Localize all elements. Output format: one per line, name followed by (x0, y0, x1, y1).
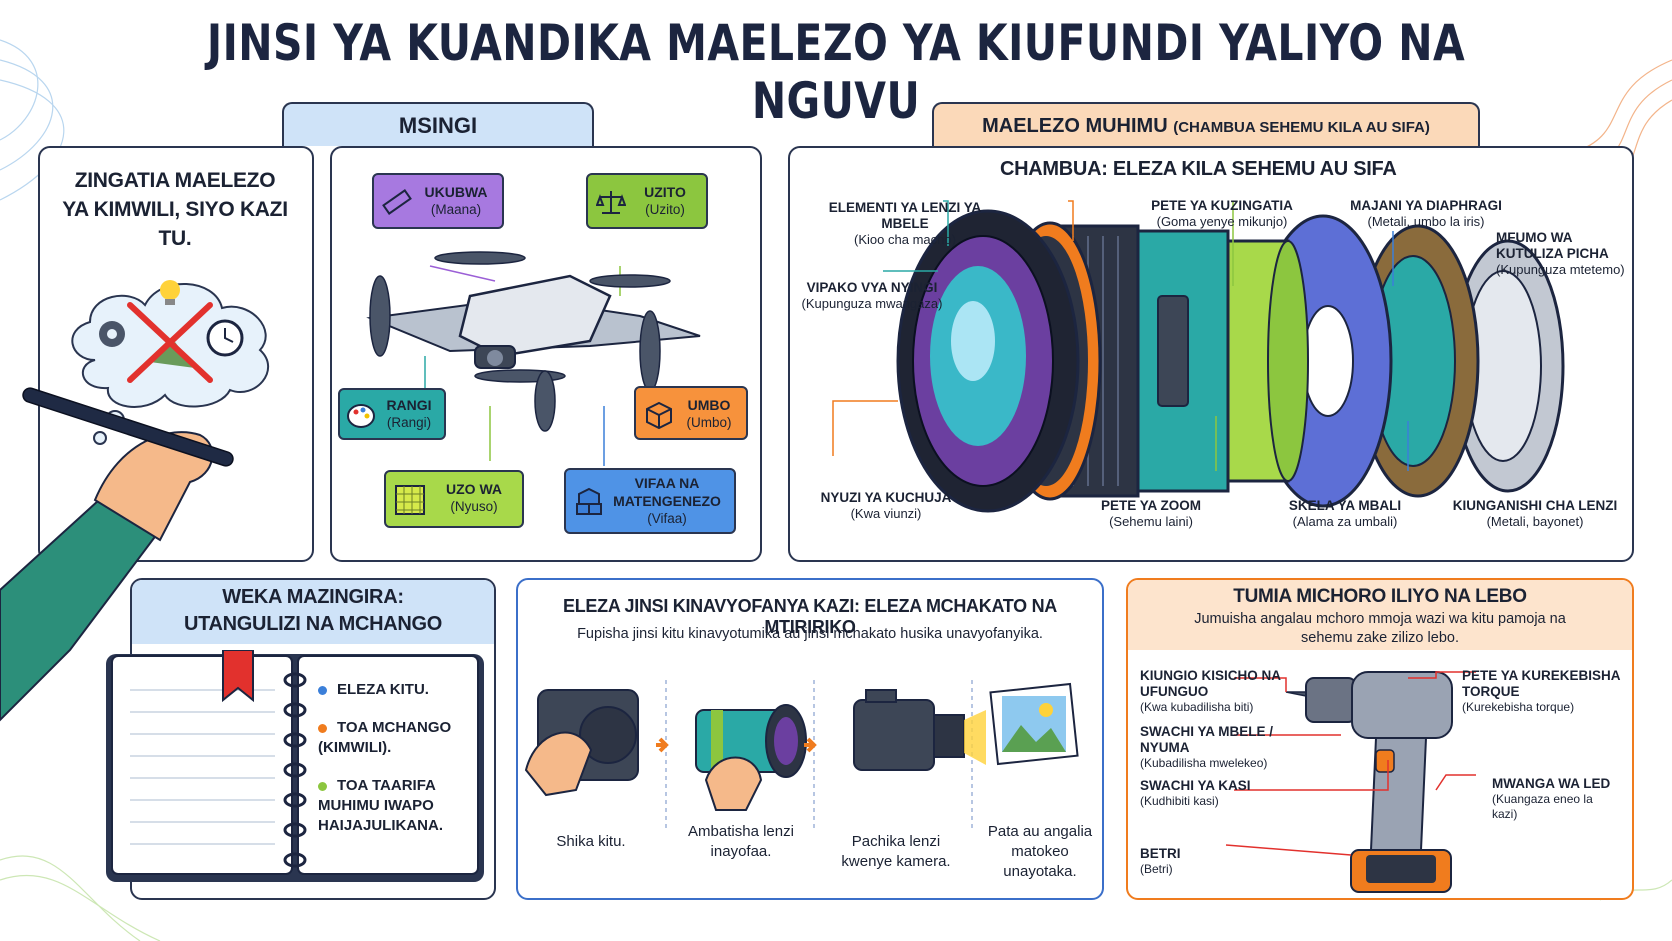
label-mfumo: MFUMO WA KUTULIZA PICHA(Kupunguza mtetem… (1496, 230, 1625, 277)
eleza-subtitle: Fupisha jinsi kitu kinavyotumika au jins… (577, 626, 1043, 642)
label-skela: SKELA YA MBALI(Alama za umbali) (1288, 498, 1402, 529)
texture-icon (395, 485, 425, 515)
label-pete-kuzingatia: PETE YA KUZINGATIA(Goma yenye mikunjo) (1151, 198, 1293, 229)
tumia-label-kiungio: KIUNGIO KISICHO NA UFUNGUO(Kwa kubadilis… (1140, 668, 1281, 714)
blocks-icon (576, 487, 602, 515)
feature-vifaa: VIFAA NA MATENGENEZO(Vifaa) (564, 468, 736, 534)
tumia-subtitle: Jumuisha angalau mchoro mmoja wazi wa ki… (1194, 611, 1566, 646)
feature-uzito: UZITO(Uzito) (586, 173, 708, 229)
hand-with-pen (0, 280, 269, 722)
tumia-label-kasi: SWACHI YA KASI(Kudhibiti kasi) (1140, 778, 1251, 808)
drill-illustration (1225, 671, 1476, 893)
lens-icon (695, 704, 807, 811)
feature-uzo-wa: UZO WA(Nyuso) (384, 470, 524, 528)
weka-bullet-1: ELEZA KITU. (318, 680, 488, 700)
power-drill-icon (1285, 671, 1453, 893)
label-elementi: ELEMENTI YA LENZI YA MBELE(Kioo cha mach… (828, 200, 982, 247)
eleza-step-1: Shika kitu. (556, 833, 626, 850)
label-vipako: VIPAKO VYA NYINGI(Kupunguza mwangaza) (801, 280, 943, 311)
drone-icon (366, 251, 701, 432)
tumia-label-betri: BETRI(Betri) (1140, 846, 1181, 876)
camera-lens-icon (896, 209, 1565, 513)
eleza-step-4: Pata au angalia matokeo unayotaka. (987, 823, 1093, 880)
cube-icon (646, 401, 672, 430)
ruler-icon (382, 189, 412, 215)
tumia-label-mbele-nyuma: SWACHI YA MBELE / NYUMA(Kubadilisha mwel… (1140, 724, 1274, 770)
notebook-icon (106, 650, 484, 882)
eleza-step-3: Pachika lenzi kwenye kamera. (841, 833, 951, 870)
maelezo-heading: CHAMBUA: ELEZA KILA SEHEMU AU SIFA (1000, 158, 1397, 180)
tab-maelezo-muhimu: MAELEZO MUHIMU (CHAMBUA SEHEMU KILA AU S… (932, 102, 1480, 146)
label-pete-zoom: PETE YA ZOOM(Sehemu laini) (1100, 498, 1202, 529)
bullet-dot-icon (318, 781, 327, 791)
left-panel-text: ZINGATIA MAELEZO YA KIMWILI, SIYO KAZI T… (62, 169, 288, 250)
scale-icon (596, 191, 626, 214)
palette-icon (347, 404, 375, 428)
drone-illustration (366, 251, 701, 466)
tab-msingi: MSINGI (282, 102, 594, 146)
label-nyuzi: NYUZI YA KUCHUJA(Kwa viunzi) (820, 490, 952, 521)
weka-title: WEKA MAZINGIRA:UTANGULIZI NA MCHANGO (183, 586, 443, 635)
feature-rangi: RANGI(Rangi) (338, 388, 446, 440)
weka-bullet-3: TOA TAARIFA MUHIMU IWAPO HAIJAJULIKANA. (318, 777, 444, 834)
tumia-title: TUMIA MICHORO ILIYO NA LEBO (1233, 586, 1527, 607)
bullet-dot-icon (318, 685, 327, 695)
camera-body-icon (524, 689, 639, 797)
label-kiunganishi: KIUNGANISHI CHA LENZI(Metali, bayonet) (1452, 498, 1618, 529)
eleza-title: ELEZA JINSI KINAVYOFANYA KAZI: ELEZA MCH… (563, 596, 1057, 637)
thought-cloud-icon (71, 280, 269, 445)
tumia-label-torque: PETE YA KUREKEBISHA TORQUE(Kurekebisha t… (1462, 668, 1621, 714)
tumia-header-bg (1128, 580, 1632, 650)
lens-exploded-illustration (832, 200, 1565, 513)
eleza-step-2: Ambatisha lenzi inayofaa. (688, 823, 794, 860)
weka-header-bg (132, 580, 494, 644)
label-majani: MAJANI YA DIAPHRAGI(Metali, umbo la iris… (1350, 198, 1502, 229)
weka-bullet-2: TOA MCHANGO (KIMWILI). (318, 719, 452, 756)
bullet-dot-icon (318, 723, 327, 733)
feature-ukubwa: UKUBWA(Maana) (372, 173, 504, 229)
landscape-photo-icon (989, 682, 1079, 766)
tumia-label-led: MWANGA WA LED(Kuangaza eneo la kazi) (1492, 776, 1611, 821)
page-title: JINSI YA KUANDIKA MAELEZO YA KIUFUNDI YA… (206, 14, 1466, 130)
eleza-steps-illustration (524, 680, 1079, 830)
camera-with-lens-icon (853, 689, 986, 771)
feature-umbo: UMBO(Umbo) (634, 386, 748, 440)
